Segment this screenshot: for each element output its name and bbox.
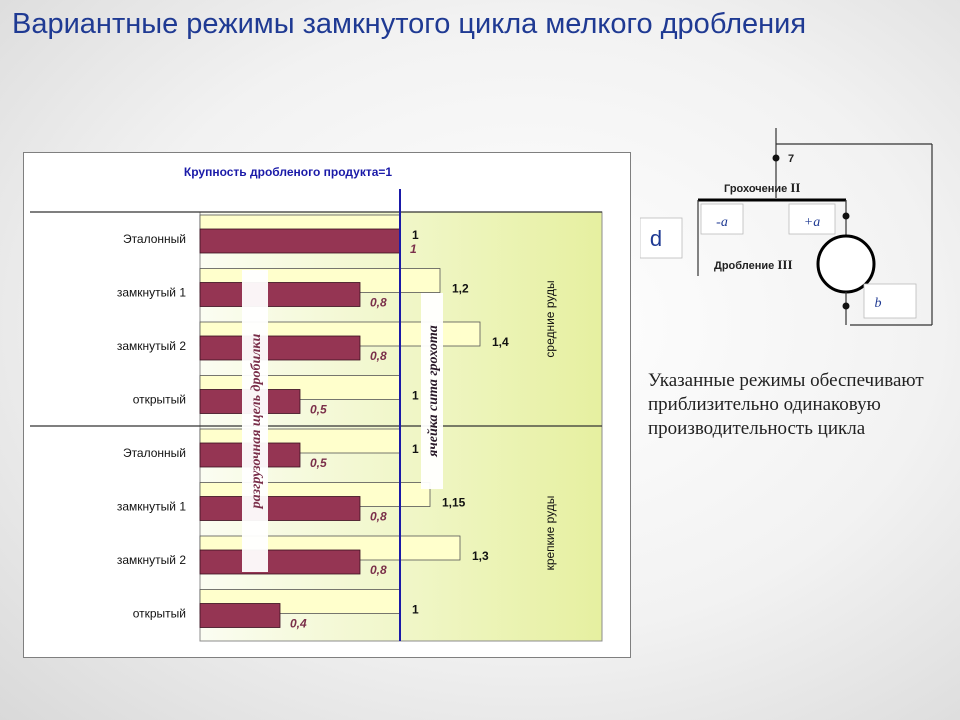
svg-text:Дробление III: Дробление III bbox=[714, 257, 793, 272]
chart-title: Крупность дробленого продукта=1 bbox=[184, 165, 392, 179]
bar-chart: Крупность дробленого продукта=1 Эталонны… bbox=[30, 165, 603, 642]
bar-label-crusher-gap: 0,8 bbox=[370, 510, 387, 524]
category-label: замкнутый 2 bbox=[117, 339, 186, 353]
category-label: Эталонный bbox=[123, 232, 186, 246]
series-label: ячейка сита грохота bbox=[426, 325, 441, 458]
bar-label-crusher-gap: 0,8 bbox=[370, 563, 387, 577]
bar-label-screen-mesh: 1,3 bbox=[472, 549, 489, 563]
b-box bbox=[863, 283, 917, 319]
screen-roman: II bbox=[790, 180, 800, 195]
bar-label-screen-mesh: 1 bbox=[412, 442, 419, 456]
bar-label-crusher-gap: 0,5 bbox=[310, 403, 327, 417]
series-label-box bbox=[421, 293, 443, 489]
bar-crusher-gap bbox=[199, 282, 361, 307]
svg-text:Грохочение II: Грохочение II bbox=[724, 180, 801, 195]
plus-a-label: +a bbox=[804, 215, 820, 230]
d-label: d bbox=[650, 226, 662, 251]
diagram-top-label: 7 bbox=[788, 153, 794, 165]
minus-a-label: -a bbox=[716, 215, 728, 230]
category-label: замкнутый 2 bbox=[117, 553, 186, 567]
bar-label-screen-mesh: 1 bbox=[412, 228, 419, 242]
d-box bbox=[640, 217, 683, 259]
category-label: открытый bbox=[133, 393, 186, 407]
series-label-box bbox=[242, 270, 268, 572]
bar-label-crusher-gap: 0,8 bbox=[370, 349, 387, 363]
plus-a-box bbox=[788, 203, 836, 235]
node-dot-crusher bbox=[842, 302, 850, 310]
slide-title: Вариантные режимы замкнутого цикла мелко… bbox=[12, 8, 807, 40]
bar-label-crusher-gap: 0,4 bbox=[290, 617, 307, 631]
bar-label-crusher-gap: 1 bbox=[410, 242, 417, 256]
bar-label-screen-mesh: 1 bbox=[412, 389, 419, 403]
chart-frame: Крупность дробленого продукта=1 Эталонны… bbox=[23, 152, 631, 658]
bar-label-screen-mesh: 1 bbox=[412, 603, 419, 617]
node-dot-screen bbox=[842, 212, 850, 220]
series-label: разгрузочная щель дробилки bbox=[249, 333, 264, 509]
bar-crusher-gap bbox=[199, 228, 401, 254]
bar-crusher-gap bbox=[199, 603, 281, 628]
group-label: средние руды bbox=[543, 280, 557, 357]
bar-label-crusher-gap: 0,5 bbox=[310, 456, 327, 470]
productivity-note: Указанные режимы обеспечивают приблизите… bbox=[648, 370, 924, 439]
bar-crusher-gap bbox=[199, 335, 361, 361]
bar-label-screen-mesh: 1,4 bbox=[492, 335, 509, 349]
b-label: b bbox=[875, 296, 882, 311]
bar-label-crusher-gap: 0,8 bbox=[370, 296, 387, 310]
crush-roman: III bbox=[777, 257, 792, 272]
bar-crusher-gap bbox=[199, 549, 361, 575]
group-label: крепкие руды bbox=[543, 496, 557, 571]
category-label: Эталонный bbox=[123, 446, 186, 460]
category-label: открытый bbox=[133, 607, 186, 621]
bar-label-screen-mesh: 1,15 bbox=[442, 496, 466, 510]
minus-a-box bbox=[700, 203, 744, 235]
screen-label: Грохочение bbox=[724, 183, 787, 195]
category-label: замкнутый 1 bbox=[117, 286, 186, 300]
category-label: замкнутый 1 bbox=[117, 500, 186, 514]
bar-crusher-gap bbox=[199, 496, 361, 521]
node-dot-top bbox=[772, 154, 780, 162]
crush-label: Дробление bbox=[714, 260, 774, 272]
process-diagram: 7 Грохочение II -a +a Дробление III b d bbox=[640, 128, 933, 326]
bar-label-screen-mesh: 1,2 bbox=[452, 282, 469, 296]
